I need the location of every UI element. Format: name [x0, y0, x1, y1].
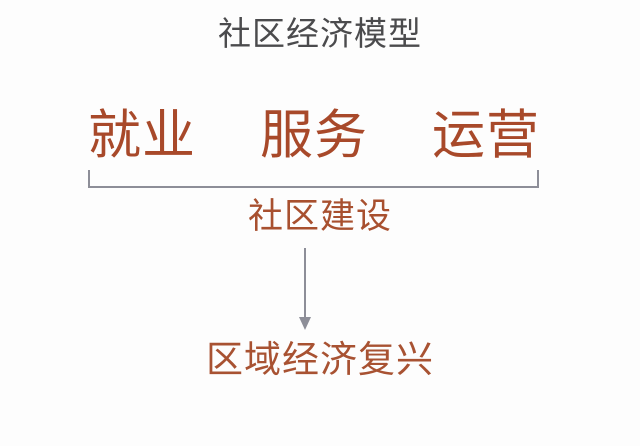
arrow-shaft — [304, 248, 306, 318]
bracket-right-tick — [537, 170, 539, 188]
pillar-employment: 就业 — [88, 106, 196, 165]
grouping-label: 社区建设 — [247, 197, 392, 236]
pillar-operations: 运营 — [432, 106, 540, 165]
bracket-left-tick — [88, 170, 90, 188]
page-title: 社区经济模型 — [218, 15, 422, 52]
grouping-bracket — [88, 170, 539, 188]
pillar-service: 服务 — [260, 106, 368, 165]
outcome-label: 区域经济复兴 — [206, 339, 434, 380]
down-arrow-icon — [288, 248, 322, 332]
arrow-head — [299, 317, 311, 330]
pillars-row: 就业 服务 运营 — [88, 100, 540, 172]
bracket-horizontal-line — [88, 186, 539, 188]
